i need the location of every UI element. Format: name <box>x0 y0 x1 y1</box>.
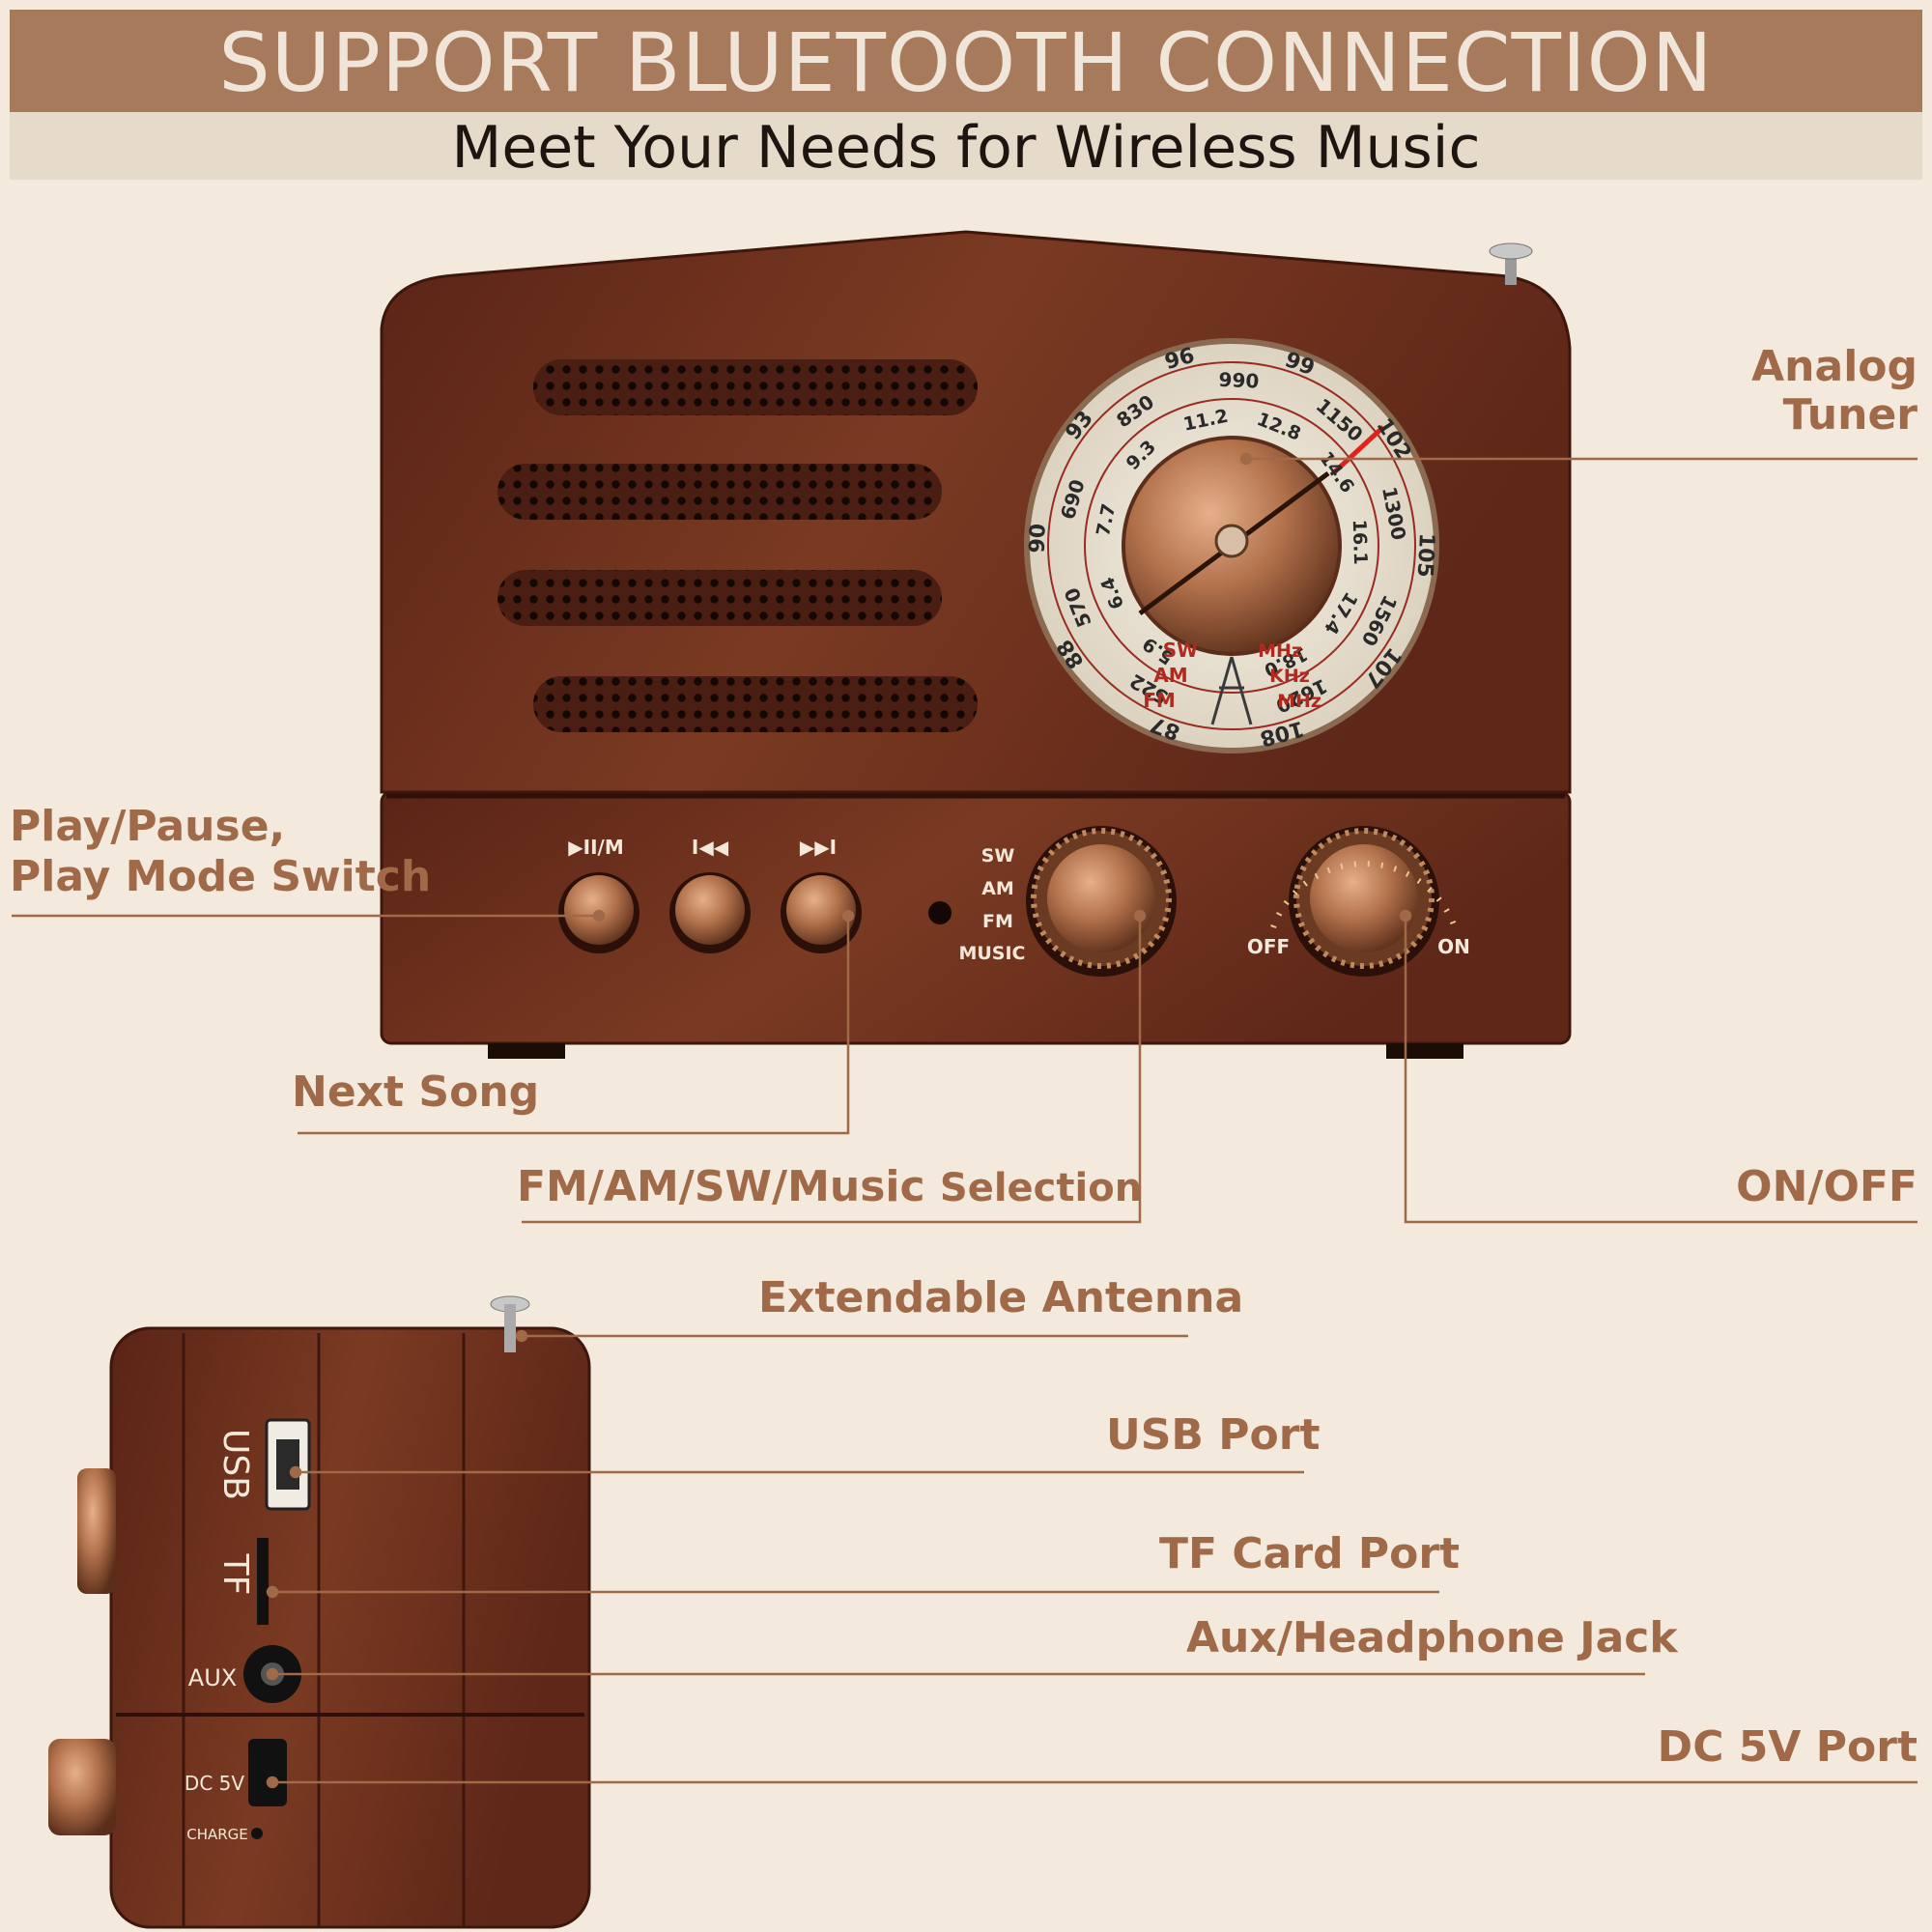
antenna-label: Extendable Antenna <box>758 1273 1244 1322</box>
svg-text:USB: USB <box>215 1429 255 1500</box>
mode-select-label: FM/AM/SW/Music Selection <box>517 1162 1142 1211</box>
banner-title: SUPPORT BLUETOOTH CONNECTION <box>218 15 1714 110</box>
svg-text:CHARGE: CHARGE <box>186 1826 248 1843</box>
svg-text:AM: AM <box>981 878 1014 899</box>
dial-fm-tick-label: 105 <box>1412 532 1438 578</box>
indicator-led <box>928 901 952 924</box>
svg-text:TF: TF <box>215 1553 255 1596</box>
svg-text:OFF: OFF <box>1247 935 1290 958</box>
banner-subtitle: Meet Your Needs for Wireless Music <box>451 114 1481 182</box>
next-label: ▶▶I <box>800 836 837 859</box>
subtitle-bar: Meet Your Needs for Wireless Music <box>10 112 1922 182</box>
mode-select-label-b: Selection <box>939 1166 1143 1210</box>
next-song-button[interactable] <box>786 875 856 945</box>
svg-text:DC 5V: DC 5V <box>185 1772 244 1795</box>
front-controls: ▶II/M I◀◀ ▶▶I SW AM FM MUSIC OFF ON <box>558 826 1470 977</box>
mode-select-label-a: FM/AM/SW/Music <box>517 1162 925 1211</box>
antenna-tip-icon[interactable] <box>1489 242 1533 260</box>
play-pause-label: ▶II/M <box>568 836 623 859</box>
dial-fm-tick-label: 90 <box>1026 523 1051 554</box>
dial-unit-label: KHz <box>1269 666 1310 687</box>
antenna-symbol-icon <box>1210 656 1253 725</box>
dial-band-label: SW <box>1163 639 1198 662</box>
dial-band-label: AM <box>1153 664 1187 687</box>
tf-card-slot[interactable] <box>257 1538 269 1625</box>
side-volume-knob[interactable] <box>48 1739 116 1835</box>
header-banner: SUPPORT BLUETOOTH CONNECTION <box>10 10 1922 112</box>
next-song-label: Next Song <box>292 1067 540 1117</box>
analog-tuner-label-line2: Tuner <box>1782 390 1918 440</box>
radio-side: USB TF AUX DC 5V CHARGE <box>48 1295 591 1929</box>
speaker-grille-4 <box>533 676 978 732</box>
dial-am-tick-label: 990 <box>1218 368 1260 393</box>
tuner-needle <box>1331 425 1385 475</box>
dial-unit-label: MHz <box>1258 640 1302 662</box>
on-off-label: ON/OFF <box>1736 1162 1918 1211</box>
dial-band-label: FM <box>1143 689 1176 712</box>
speaker-grille-1 <box>533 359 978 415</box>
usb-port-label: USB Port <box>1106 1410 1321 1460</box>
svg-text:MUSIC: MUSIC <box>958 943 1025 964</box>
play-pause-label-line1: Play/Pause, <box>10 802 286 851</box>
analog-tuner-label-line1: Analog <box>1751 342 1918 391</box>
dc-port-label: DC 5V Port <box>1657 1722 1918 1772</box>
volume-power-knob[interactable] <box>1310 844 1418 952</box>
dial-unit-label: MHz <box>1277 691 1321 712</box>
prev-label: I◀◀ <box>692 836 729 859</box>
dial-sw-tick-label: 16.1 <box>1349 519 1371 565</box>
play-pause-label-callout: Play/Pause, Play Mode Switch <box>10 802 431 902</box>
charge-led <box>251 1828 263 1839</box>
analog-tuner-label: Analog Tuner <box>1751 343 1918 440</box>
side-tuner-knob[interactable] <box>77 1468 116 1594</box>
svg-text:ON: ON <box>1437 935 1470 958</box>
tf-port-label: TF Card Port <box>1159 1529 1461 1578</box>
prev-song-button[interactable] <box>675 875 745 945</box>
dc-port[interactable] <box>248 1739 287 1806</box>
mode-select-knob[interactable] <box>1047 844 1155 952</box>
speaker-grille-3 <box>497 570 942 626</box>
callout-lines <box>12 452 1918 1789</box>
svg-text:AUX: AUX <box>188 1664 237 1691</box>
aux-jack-label: Aux/Headphone Jack <box>1186 1613 1678 1662</box>
svg-text:FM: FM <box>982 911 1013 932</box>
svg-text:SW: SW <box>981 845 1015 867</box>
play-pause-label-line2: Play Mode Switch <box>10 852 432 901</box>
speaker-grille-2 <box>497 464 942 520</box>
